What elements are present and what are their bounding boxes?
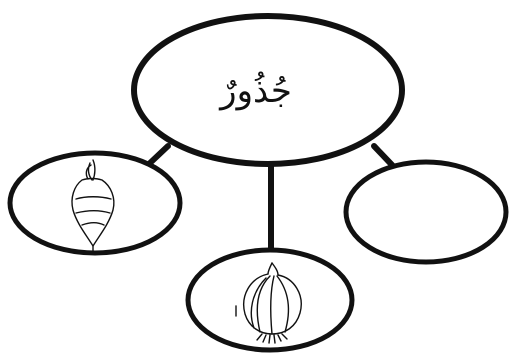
right-oval (346, 162, 506, 262)
connector-left (150, 146, 168, 163)
center-title: جُذُورٌ (206, 66, 306, 116)
connector-right (374, 146, 393, 166)
